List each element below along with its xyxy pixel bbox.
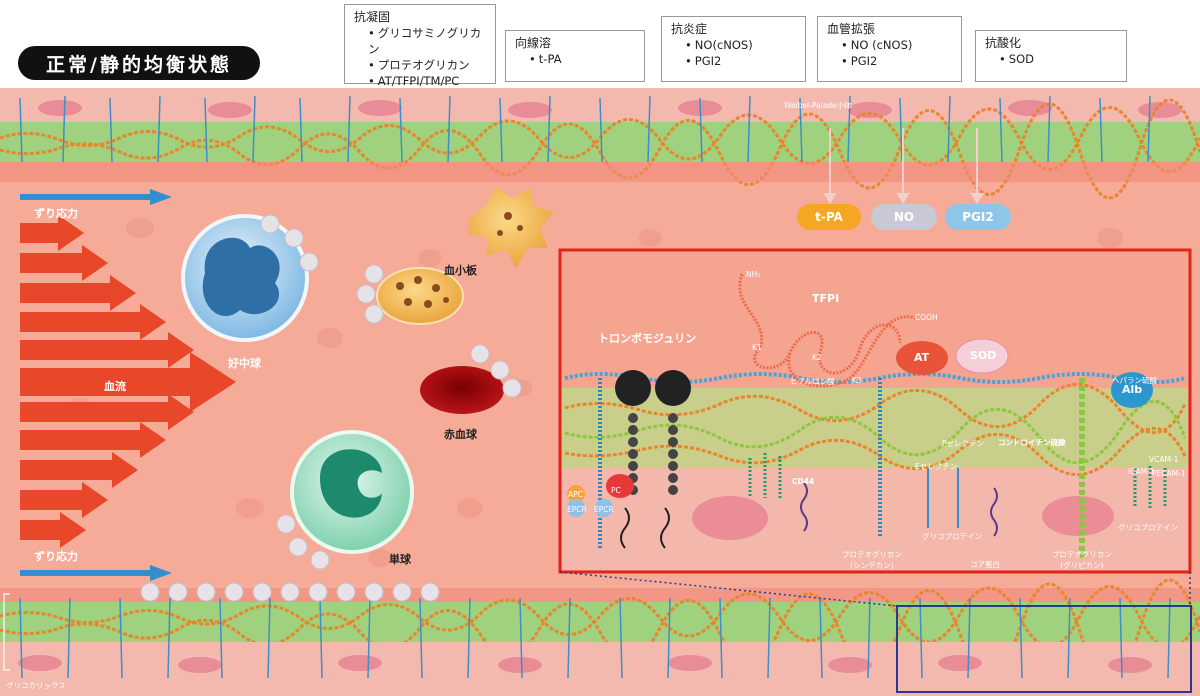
glycocalyx-label: グリコカリックス — [6, 681, 66, 690]
box-item: PGI2 — [685, 53, 796, 69]
weibel-palade-label: Weibel-Palade小体 — [784, 101, 852, 110]
box-item: AT/TFPI/TM/PC — [368, 73, 486, 89]
box-item: グリコサミノグリカン — [368, 25, 486, 57]
box-item: NO(cNOS) — [685, 37, 796, 53]
thrombomodulin-label: トロンボモジュリン — [598, 332, 697, 345]
monocyte-label: 単球 — [389, 553, 411, 566]
fibrinolysis-box: 向線溶 t-PA — [505, 30, 645, 82]
no-pill: NO — [871, 204, 937, 230]
core-protein-label: コア蛋白 — [970, 560, 1000, 569]
shear-stress-label-bottom: ずり応力 — [34, 550, 78, 563]
pecam-label: PECAM-1 — [1152, 469, 1186, 478]
vcam-label: VCAM-1 — [1149, 455, 1179, 464]
tpa-pill: t-PA — [797, 204, 861, 230]
rbc-label: 赤血球 — [444, 428, 477, 441]
nh2-label: NH₂ — [746, 270, 761, 279]
page-title: 正常/静的均衡状態 — [18, 46, 260, 80]
neutrophil-label: 好中球 — [228, 357, 261, 370]
box-item: NO (cNOS) — [841, 37, 952, 53]
icam-label: ICAM-1 — [1128, 467, 1155, 476]
p-selectin-label: Pセレクチン — [942, 439, 985, 448]
glycoprotein-label-1: グリコプロテイン — [922, 532, 982, 541]
alb-label: Alb — [1122, 383, 1143, 396]
box-item: PGI2 — [841, 53, 952, 69]
box-item: プロテオグリカン — [368, 57, 486, 73]
sod-label: SOD — [970, 349, 997, 362]
antioxidation-box: 抗酸化 SOD — [975, 30, 1127, 82]
heparan-label: ヘパラン硫酸 — [1112, 376, 1157, 385]
k3-label: K3 — [852, 376, 862, 385]
e-selectin-label: Eセレクチン — [915, 462, 958, 471]
platelet-label: 血小板 — [444, 264, 477, 277]
proteoglycan-syndecan-label: プロテオグリカン (シンデカン) — [842, 550, 902, 570]
box-heading: 血管拡張 — [827, 22, 876, 36]
pgi2-pill: PGI2 — [945, 204, 1011, 230]
box-item: t-PA — [529, 51, 635, 67]
box-item: SOD — [999, 51, 1117, 67]
bloodflow-label: 血流 — [104, 380, 126, 393]
anticoagulation-box: 抗凝固 グリコサミノグリカン プロテオグリカン AT/TFPI/TM/PC — [344, 4, 496, 88]
pc-label: PC — [611, 486, 621, 495]
box-heading: 向線溶 — [515, 36, 552, 50]
epcr-label-2: EPCR — [594, 505, 614, 514]
shear-stress-label-top: ずり応力 — [34, 207, 78, 220]
tfpi-label: TFPI — [812, 292, 840, 305]
box-heading: 抗酸化 — [985, 36, 1022, 50]
glycoprotein-label-2: グリコプロテイン — [1118, 523, 1178, 532]
antiinflammation-box: 抗炎症 NO(cNOS) PGI2 — [661, 16, 806, 82]
hyaluronan-label: ヒアルロン酸 — [790, 377, 835, 386]
apc-label: APC — [568, 490, 583, 499]
k2-label: K2 — [812, 353, 822, 362]
vasodilation-box: 血管拡張 NO (cNOS) PGI2 — [817, 16, 962, 82]
vessel-illustration — [0, 88, 1200, 696]
epcr-label-1: EPCR — [567, 505, 587, 514]
cooh-label: COOH — [915, 313, 938, 322]
box-heading: 抗凝固 — [354, 10, 391, 24]
proteoglycan-glypican-label: プロテオグリカン (グリピカン) — [1052, 550, 1112, 570]
at-label: AT — [914, 351, 930, 364]
box-heading: 抗炎症 — [671, 22, 708, 36]
k1-label: K1 — [752, 343, 762, 352]
cd44-label: CD44 — [792, 477, 815, 486]
chondroitin-label: コンドロイチン硫酸 — [998, 438, 1066, 447]
